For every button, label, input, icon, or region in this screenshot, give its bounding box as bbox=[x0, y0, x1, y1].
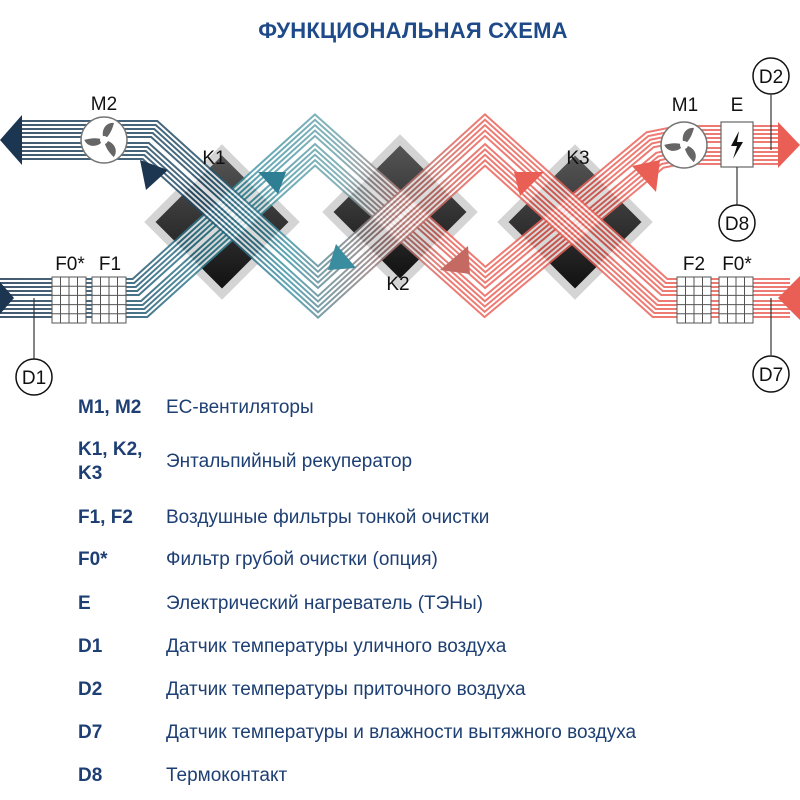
fan-m1 bbox=[660, 121, 708, 169]
flow-arrow-k3 bbox=[514, 172, 544, 196]
svg-text:D8: D8 bbox=[725, 214, 749, 235]
functional-diagram: D1 D2 D8 D7 M2 M1 E K1 K2 K3 F0* F1 F2 F… bbox=[0, 57, 800, 396]
supply-outlet-arrow bbox=[778, 122, 800, 168]
filter-f1 bbox=[91, 276, 127, 324]
electric-heater-e bbox=[720, 121, 754, 168]
svg-text:D2: D2 bbox=[759, 67, 783, 88]
svg-text:D1: D1 bbox=[22, 368, 46, 389]
sensor-d8: D8 bbox=[718, 204, 756, 242]
sensor-d1: D1 bbox=[15, 358, 53, 396]
label-m2: M2 bbox=[91, 94, 117, 115]
flow-arrow-k2-left bbox=[328, 244, 356, 270]
label-f1: F1 bbox=[99, 254, 121, 275]
label-e: E bbox=[731, 95, 744, 116]
sensor-d7: D7 bbox=[752, 355, 790, 393]
exhaust-inlet-arrow bbox=[778, 276, 800, 320]
label-f0-right: F0* bbox=[722, 254, 752, 275]
exhaust-outlet-arrow bbox=[0, 115, 22, 165]
svg-text:D7: D7 bbox=[759, 365, 783, 386]
label-m1: M1 bbox=[672, 95, 698, 116]
filter-f0-left bbox=[51, 276, 87, 324]
legend-row: F0*Фильтр грубой очистки (опция) bbox=[78, 549, 438, 570]
label-f2: F2 bbox=[683, 254, 705, 275]
label-f0-left: F0* bbox=[55, 254, 85, 275]
label-k2: K2 bbox=[386, 274, 409, 295]
label-k1: K1 bbox=[202, 148, 225, 169]
page-title: ФУНКЦИОНАЛЬНАЯ СХЕМА bbox=[258, 18, 568, 43]
sensor-d2: D2 bbox=[752, 57, 790, 95]
fan-icon bbox=[84, 122, 116, 158]
flow-arrow-m2 bbox=[140, 160, 168, 190]
filter-f2 bbox=[676, 276, 712, 324]
fan-icon bbox=[664, 127, 696, 163]
lightning-icon bbox=[731, 131, 743, 159]
sensor-leaders bbox=[33, 95, 772, 360]
flow-arrow-m1 bbox=[632, 160, 660, 192]
flow-arrow-k2-right bbox=[440, 246, 470, 274]
label-k3: K3 bbox=[566, 148, 589, 169]
flow-arrow-k1 bbox=[258, 172, 286, 194]
flow-arrows bbox=[0, 115, 800, 320]
outdoor-inlet-arrow bbox=[0, 282, 14, 314]
filter-f0-right bbox=[718, 276, 754, 324]
fan-m2 bbox=[80, 116, 128, 164]
